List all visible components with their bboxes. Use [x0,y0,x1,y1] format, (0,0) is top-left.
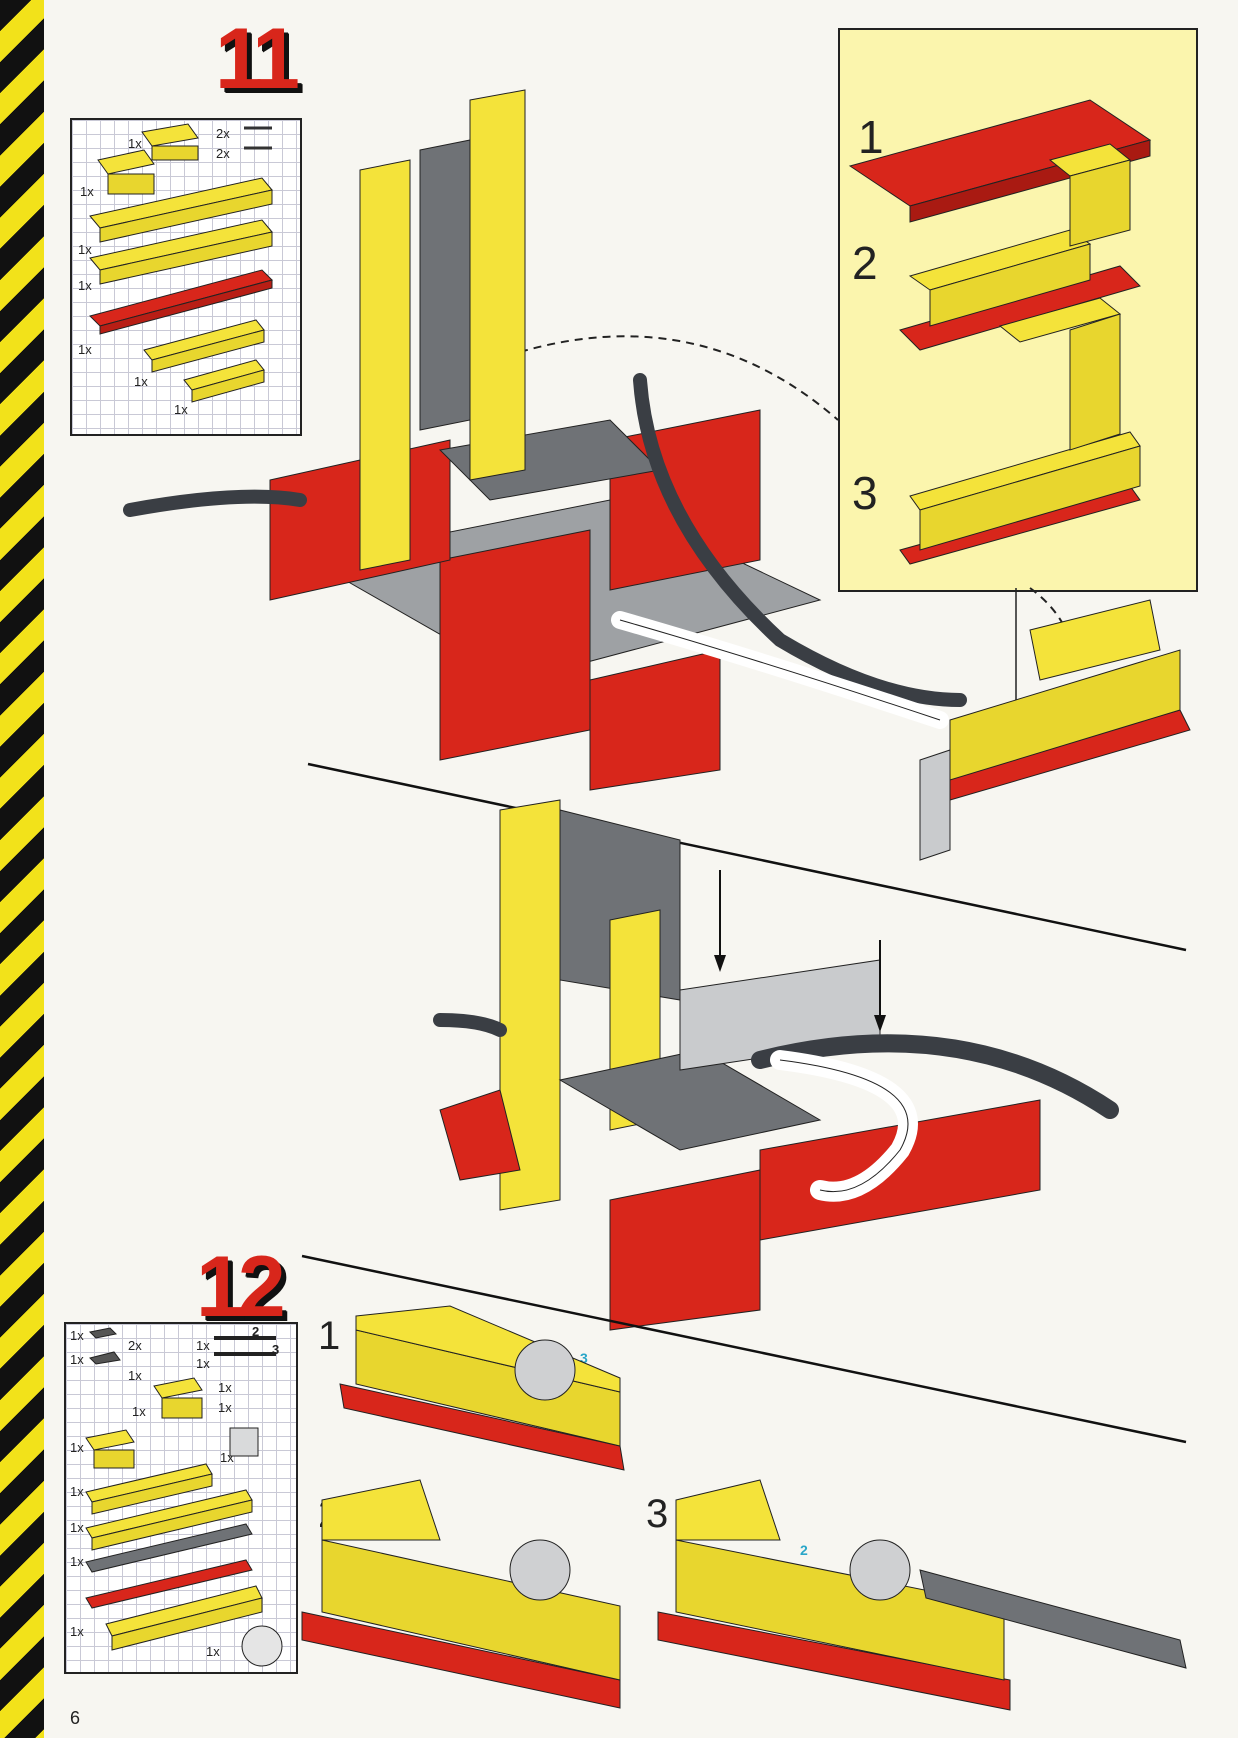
parts-qty: 2x [216,146,230,161]
substep-callout-count: 3 [580,1350,588,1366]
parts-qty: 1x [206,1644,220,1659]
parts-qty: 1x [70,1624,84,1639]
callout-substep-illustrations [848,99,1152,565]
page-number: 6 [70,1708,81,1728]
parts-qty: 1x [196,1338,210,1353]
parts-qty: 1x [78,278,92,293]
step-12-number: 12 [196,1239,286,1335]
parts-qty: 1x [70,1328,84,1343]
step-12-substep-1: 1 [318,1314,341,1358]
parts-qty: 1x [80,184,94,199]
parts-qty: 1x [134,374,148,389]
parts-qty: 2x [216,126,230,141]
substep-callout-count: 2 [800,1542,808,1558]
parts-qty: 1x [70,1440,84,1455]
step-11-parts-list: 1x 2x 2x 1x 1x 1x 1x 1x 1x [70,118,302,436]
parts-qty: 1x [132,1404,146,1419]
substep-number: 2 [852,237,878,289]
hazard-stripe-border [0,0,44,1738]
step-12-parts-list: 1x 2x 1x 1x 1x 1x 1x 1x 1x 1x 1x 1x 1x 1… [64,1322,298,1674]
parts-qty: 1x [78,342,92,357]
parts-qty: 2x [128,1338,142,1353]
axle-length-label: 2 [252,1324,260,1339]
parts-qty: 1x [128,1368,142,1383]
substep-number: 1 [858,111,884,163]
parts-qty: 1x [70,1484,84,1499]
step-11-parts-illustration [89,123,273,403]
parts-qty: 1x [70,1520,84,1535]
step-12-parts-illustration [85,1327,283,1667]
parts-qty: 1x [70,1554,84,1569]
parts-qty: 1x [78,242,92,257]
parts-qty: 1x [218,1380,232,1395]
parts-qty: 1x [218,1400,232,1415]
parts-qty: 1x [70,1352,84,1367]
axle-length-label: 3 [272,1342,280,1357]
parts-qty: 1x [174,402,188,417]
step-12-substep-3: 3 [646,1492,669,1536]
parts-qty: 1x [196,1356,210,1371]
step-12-substep-2: 2 [318,1492,341,1536]
parts-qty: 1x [128,136,142,151]
step-11-number: 11 [215,11,300,107]
step-11-substep-callout: 1 2 3 [838,28,1198,592]
